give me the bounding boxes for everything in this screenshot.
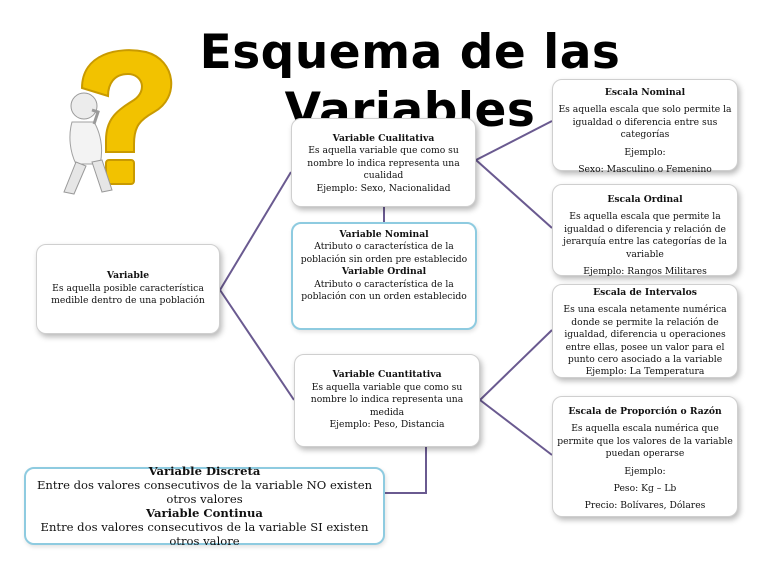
connector-cuantitativa-escala-intervalos — [479, 329, 553, 401]
escala-ordinal-heading: Escala Ordinal — [607, 194, 683, 205]
variable-continua-heading: Variable Continua — [146, 506, 263, 520]
cualitativa-example: Ejemplo: Sexo, Nacionalidad — [316, 182, 451, 194]
escala-intervalos-heading: Escala de Intervalos — [593, 287, 697, 298]
escala-razon-text: Es aquella escala numérica que permite q… — [557, 423, 733, 460]
escala-nominal-text: Es aquella escala que solo permite la ig… — [558, 104, 732, 141]
escala-razon-box: Escala de Proporción o Razón Es aquella … — [552, 396, 738, 517]
variable-text: Es aquella posible característica medibl… — [51, 282, 205, 307]
cuantitativa-types-box: Variable Discreta Entre dos valores cons… — [24, 464, 385, 548]
escala-nominal-example: Sexo: Masculino o Femenino — [578, 164, 712, 176]
escala-nominal-heading: Escala Nominal — [604, 87, 686, 98]
escala-nominal-example-label: Ejemplo: — [624, 146, 666, 158]
cuantitativa-heading: Variable Cuantitativa — [332, 369, 442, 381]
escala-intervalos-example: Ejemplo: La Temperatura — [585, 366, 705, 378]
escala-razon-example-price: Precio: Bolívares, Dólares — [584, 500, 706, 512]
escala-nominal-box: Escala Nominal Es aquella escala que sol… — [552, 79, 738, 175]
variable-discreta-heading: Variable Discreta — [148, 464, 261, 478]
variable-ordinal-heading: Variable Ordinal — [341, 266, 427, 278]
escala-ordinal-box: Escala Ordinal Es aquella escala que per… — [552, 184, 738, 278]
connector-cualitativa-escala-ordinal — [475, 159, 553, 229]
connector-cuantitativa-escala-razon — [479, 399, 553, 456]
escala-razon-example-weight: Peso: Kg – Lb — [613, 483, 677, 495]
connector-cuantitativa-types — [384, 447, 427, 494]
cualitativa-text: Es aquella variable que como su nombre l… — [307, 145, 460, 182]
variable-continua-text: Entre dos valores consecutivos de la var… — [40, 520, 369, 548]
connector-variable-cualitativa — [219, 171, 292, 291]
connector-cualitativa-escala-nominal — [475, 120, 553, 161]
variable-nominal-heading: Variable Nominal — [339, 229, 429, 240]
cualitativa-box: Variable Cualitativa Es aquella variable… — [291, 118, 476, 207]
escala-razon-example-label: Ejemplo: — [624, 465, 666, 477]
thinking-figure-question-mark-icon — [63, 49, 173, 195]
escala-razon-heading: Escala de Proporción o Razón — [568, 406, 722, 417]
cuantitativa-text: Es aquella variable que como su nombre l… — [310, 381, 464, 418]
variable-ordinal-text: Atributo o característica de la població… — [301, 278, 467, 303]
escala-ordinal-text: Es aquella escala que permite la igualda… — [563, 211, 727, 260]
variable-discreta-text: Entre dos valores consecutivos de la var… — [36, 478, 373, 506]
variable-heading: Variable — [106, 270, 150, 282]
cualitativa-heading: Variable Cualitativa — [332, 133, 435, 144]
variable-box: Variable Es aquella posible característi… — [36, 244, 220, 334]
cuantitativa-box: Variable Cuantitativa Es aquella variabl… — [294, 354, 480, 447]
connector-variable-cuantitativa — [219, 289, 295, 401]
escala-intervalos-box: Escala de Intervalos Es una escala netam… — [552, 284, 738, 378]
escala-intervalos-text: Es una escala netamente numérica donde s… — [563, 304, 727, 366]
escala-ordinal-example: Ejemplo: Rangos Militares — [583, 266, 707, 278]
variable-nominal-text: Atributo o característica de la població… — [300, 241, 468, 265]
cuantitativa-example: Ejemplo: Peso, Distancia — [329, 419, 445, 431]
cualitativa-types-box: Variable Nominal Atributo o característi… — [291, 222, 477, 330]
